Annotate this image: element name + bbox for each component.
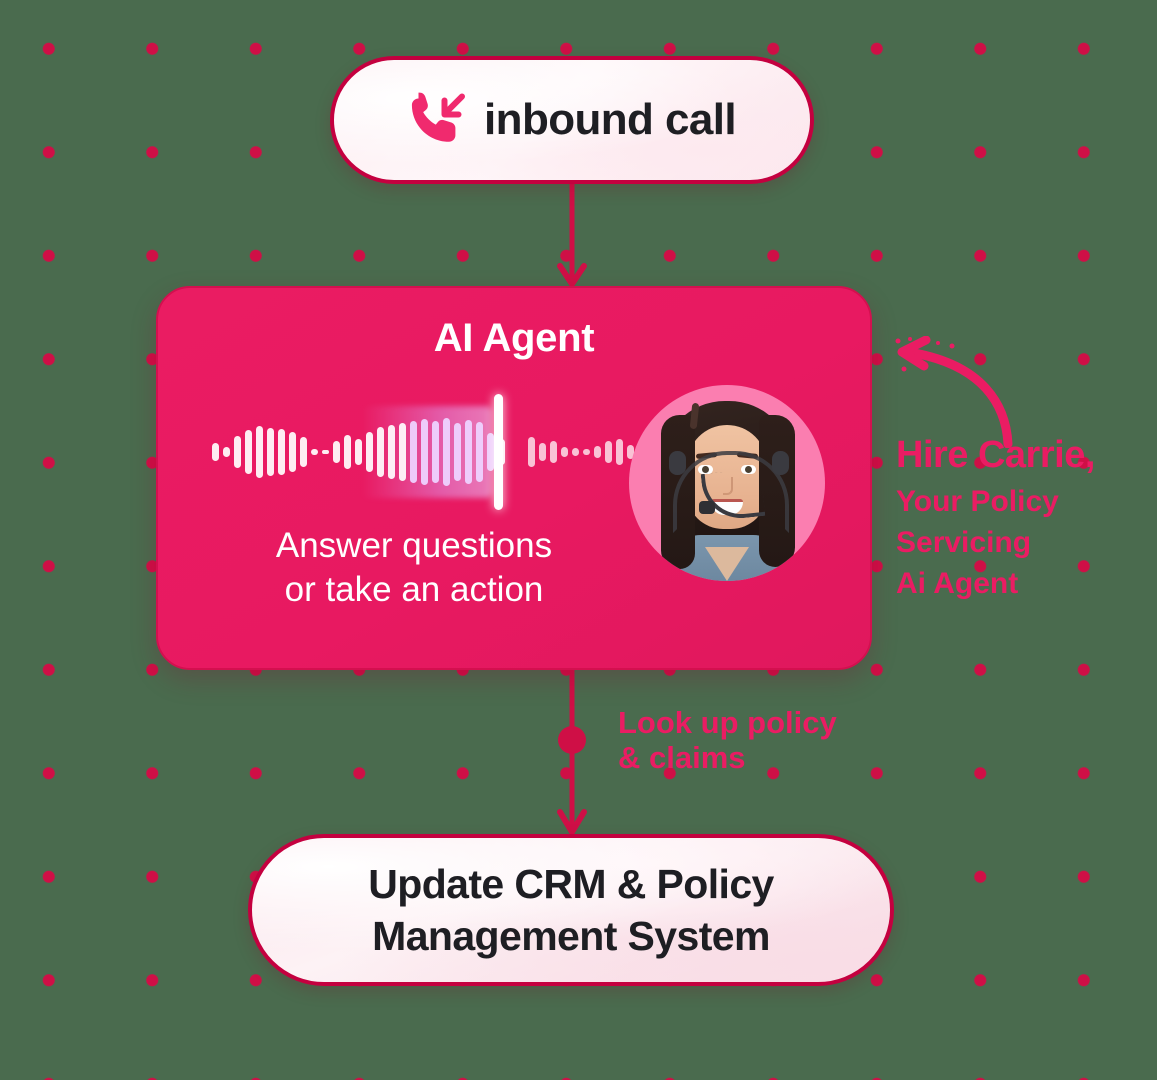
waveform-bar: [355, 439, 362, 465]
ai-agent-subtitle: Answer questions or take an action: [194, 524, 634, 612]
headset-earcup-left: [669, 451, 686, 475]
audio-waveform[interactable]: [212, 394, 645, 510]
waveform-bar: [399, 423, 406, 481]
waveform-bar: [256, 426, 263, 478]
node-update-crm-label-line-1: Update CRM & Policy: [368, 860, 774, 907]
annotation-headline: Hire Carrie,: [896, 434, 1095, 476]
waveform-bar: [454, 423, 461, 481]
waveform-bar: [572, 448, 579, 456]
waveform-bar: [300, 437, 307, 467]
waveform-bar: [278, 429, 285, 475]
ai-agent-title: AI Agent: [433, 316, 595, 360]
annotation-subtext-line-1: Your Policy: [896, 485, 1059, 518]
waveform-bar: [487, 433, 494, 471]
waveform-bar: [443, 418, 450, 486]
waveform-bar: [550, 441, 557, 463]
inbound-call-phone-icon: [411, 92, 466, 142]
waveform-bar: [333, 441, 340, 463]
waveform-bar: [234, 436, 241, 468]
node-ai-agent-card[interactable]: AI Agent Answe: [156, 286, 872, 670]
connector-label-line-1: Look up policy: [618, 705, 837, 740]
headset-microphone-icon: [699, 501, 715, 514]
annotation-subtext-line-2: Servicing: [896, 525, 1032, 559]
waveform-bar: [366, 432, 373, 472]
annotation-hire-carrie: Hire Carrie, Your Policy Servicing Ai Ag…: [896, 436, 1157, 604]
ai-agent-subtitle-line-2: or take an action: [284, 570, 544, 610]
headset-earcup-right: [772, 451, 789, 475]
waveform-bar: [377, 427, 384, 477]
waveform-bar: [267, 428, 274, 476]
annotation-subtext-line-3: Ai Agent: [896, 566, 1019, 600]
arrow-agent-to-crm: [557, 662, 587, 835]
waveform-bar: [627, 445, 634, 459]
arrow-inbound-to-agent: [557, 182, 587, 287]
waveform-bar: [594, 446, 601, 458]
waveform-bar: [245, 430, 252, 474]
waveform-bar: [421, 419, 428, 485]
avatar-nose: [723, 477, 733, 495]
waveform-bar: [212, 443, 219, 461]
node-inbound-call-label: inbound call: [484, 95, 737, 144]
waveform-playhead[interactable]: [494, 394, 503, 510]
waveform-bar: [465, 420, 472, 484]
waveform-bar: [583, 449, 590, 455]
avatar: [629, 385, 825, 581]
node-update-crm[interactable]: Update CRM & Policy Management System: [248, 834, 894, 986]
waveform-bar: [344, 435, 351, 469]
node-inbound-call[interactable]: inbound call: [330, 56, 814, 184]
waveform-bar: [561, 447, 568, 457]
headset-band-icon: [673, 451, 789, 533]
waveform-bar: [616, 439, 623, 465]
waveform-bar: [322, 450, 329, 454]
connector-node-dot: [558, 726, 586, 754]
waveform-bar: [432, 421, 439, 483]
waveform-bar: [528, 437, 535, 467]
annotation-subtext: Your Policy Servicing Ai Agent: [896, 482, 1157, 604]
node-update-crm-label-line-2: Management System: [372, 913, 770, 959]
ai-agent-subtitle-line-1: Answer questions: [275, 526, 553, 565]
waveform-bar: [605, 441, 612, 463]
connector-label-line-2: & claims: [618, 739, 746, 775]
waveform-bar: [223, 447, 230, 457]
waveform-bar: [539, 443, 546, 461]
waveform-bar: [388, 425, 395, 479]
waveform-bar: [476, 422, 483, 482]
curved-arrow-to-agent: [895, 336, 1013, 448]
waveform-bar: [289, 432, 296, 472]
waveform-bar: [311, 449, 318, 455]
connector-label-look-up-policy: Look up policy & claims: [618, 705, 888, 775]
waveform-bar: [410, 421, 417, 483]
